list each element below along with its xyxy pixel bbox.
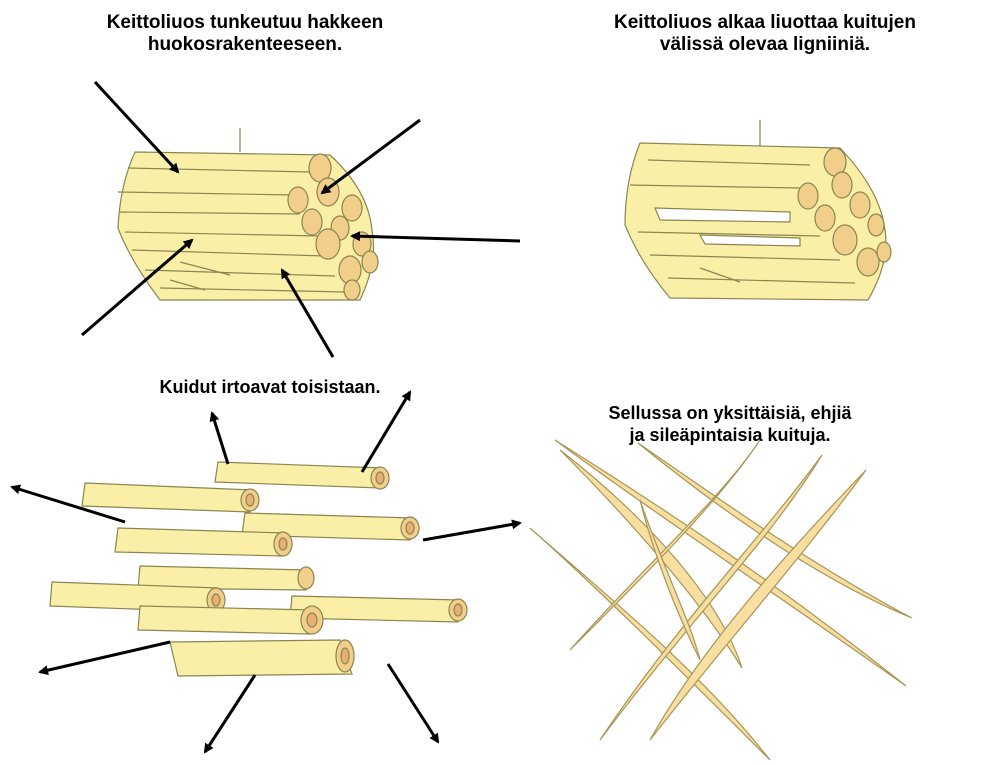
arrow-icon [352, 236, 520, 241]
fiber [82, 483, 259, 512]
fiber [138, 606, 323, 634]
arrow-icon [212, 413, 228, 464]
fiber [115, 528, 292, 556]
arrow-icon [322, 120, 420, 193]
arrow-icon [362, 392, 410, 472]
arrow-icon [388, 664, 438, 742]
separated-fibers [50, 462, 467, 676]
fiber [215, 462, 389, 489]
pulp-fiber [650, 470, 866, 740]
pulp-fibers [530, 440, 912, 760]
fiber [170, 640, 354, 676]
arrow-icon [423, 523, 520, 540]
arrow-icon [40, 642, 170, 672]
lignin-dissolving-bundle [625, 120, 891, 300]
wood-chip-bundle [118, 128, 378, 300]
arrow-icon [205, 675, 255, 752]
